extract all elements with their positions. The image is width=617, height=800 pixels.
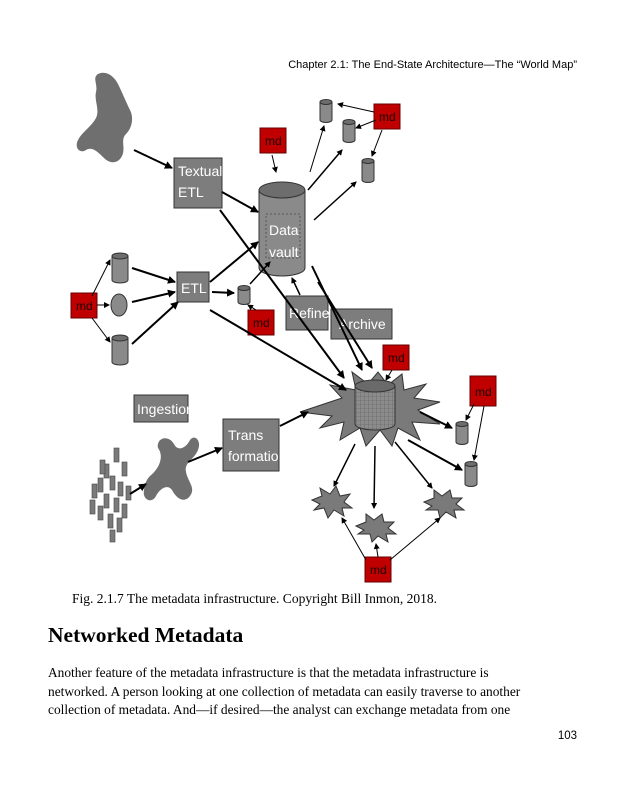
refine-box: Refine bbox=[285, 295, 330, 331]
running-head: Chapter 2.1: The End-State Architecture—… bbox=[288, 59, 577, 71]
transformation-label-2: formation bbox=[228, 448, 286, 464]
body-paragraph: Another feature of the metadata infrastr… bbox=[48, 664, 578, 720]
lake-output-cylinder bbox=[455, 421, 469, 445]
metadata-tag: md bbox=[259, 127, 287, 154]
svg-text:md: md bbox=[265, 134, 282, 148]
analytic-burst bbox=[354, 513, 398, 544]
data-lake-burst bbox=[299, 370, 441, 448]
archive-box: Archive bbox=[330, 308, 393, 340]
source-cylinder bbox=[111, 334, 129, 366]
metadata-tag: md bbox=[373, 103, 401, 130]
figure-caption: Fig. 2.1.7 The metadata infrastructure. … bbox=[72, 591, 437, 606]
staging-cylinder bbox=[237, 285, 251, 305]
paragraph-line: networked. A person looking at one colle… bbox=[48, 683, 521, 699]
analytic-burst bbox=[422, 489, 466, 520]
svg-text:md: md bbox=[475, 385, 492, 399]
metadata-tag: md bbox=[469, 375, 497, 407]
ingestion-label: Ingestion bbox=[137, 401, 194, 417]
textual-etl-label-1: Textual bbox=[178, 163, 222, 179]
page-number: 103 bbox=[557, 730, 577, 742]
archive-label: Archive bbox=[339, 316, 386, 332]
data-vault-label-1: Data bbox=[269, 222, 299, 238]
data-vault-cylinder: Data vault bbox=[258, 181, 306, 277]
flow-arrows bbox=[91, 102, 485, 561]
data-vault-label-2: vault bbox=[269, 244, 299, 260]
metadata-tag: md bbox=[364, 556, 392, 583]
svg-text:md: md bbox=[370, 563, 387, 577]
small-db-cylinder bbox=[342, 119, 356, 143]
svg-text:md: md bbox=[76, 299, 93, 313]
metadata-infrastructure-figure: Textual ETL Data vault md bbox=[70, 72, 497, 583]
textual-etl-box: Textual ETL bbox=[173, 157, 223, 209]
transformation-label-1: Trans bbox=[228, 427, 263, 443]
transformation-box: Trans formation bbox=[222, 418, 286, 472]
svg-text:md: md bbox=[379, 110, 396, 124]
metadata-tag: md bbox=[247, 309, 275, 336]
small-db-cylinder bbox=[361, 158, 375, 183]
analytic-burst bbox=[310, 484, 354, 520]
paragraph-line: collection of metadata. And—if desired—t… bbox=[48, 702, 511, 717]
textual-etl-label-2: ETL bbox=[178, 184, 204, 200]
document-blob-shape bbox=[76, 72, 133, 163]
svg-text:md: md bbox=[388, 351, 405, 365]
scattered-records bbox=[89, 447, 132, 543]
small-db-cylinder bbox=[319, 99, 333, 123]
paragraph-line: Another feature of the metadata infrastr… bbox=[48, 665, 489, 680]
svg-text:md: md bbox=[253, 316, 270, 330]
metadata-tag: md bbox=[382, 344, 410, 371]
metadata-tag: md bbox=[70, 292, 98, 319]
ingestion-box: Ingestion bbox=[133, 394, 194, 423]
source-disk bbox=[110, 293, 128, 317]
etl-label: ETL bbox=[181, 280, 207, 296]
raw-data-blob bbox=[143, 437, 200, 501]
source-cylinder bbox=[111, 252, 129, 284]
section-heading: Networked Metadata bbox=[48, 623, 244, 647]
lake-output-cylinder bbox=[464, 461, 478, 487]
etl-box: ETL bbox=[176, 271, 210, 303]
